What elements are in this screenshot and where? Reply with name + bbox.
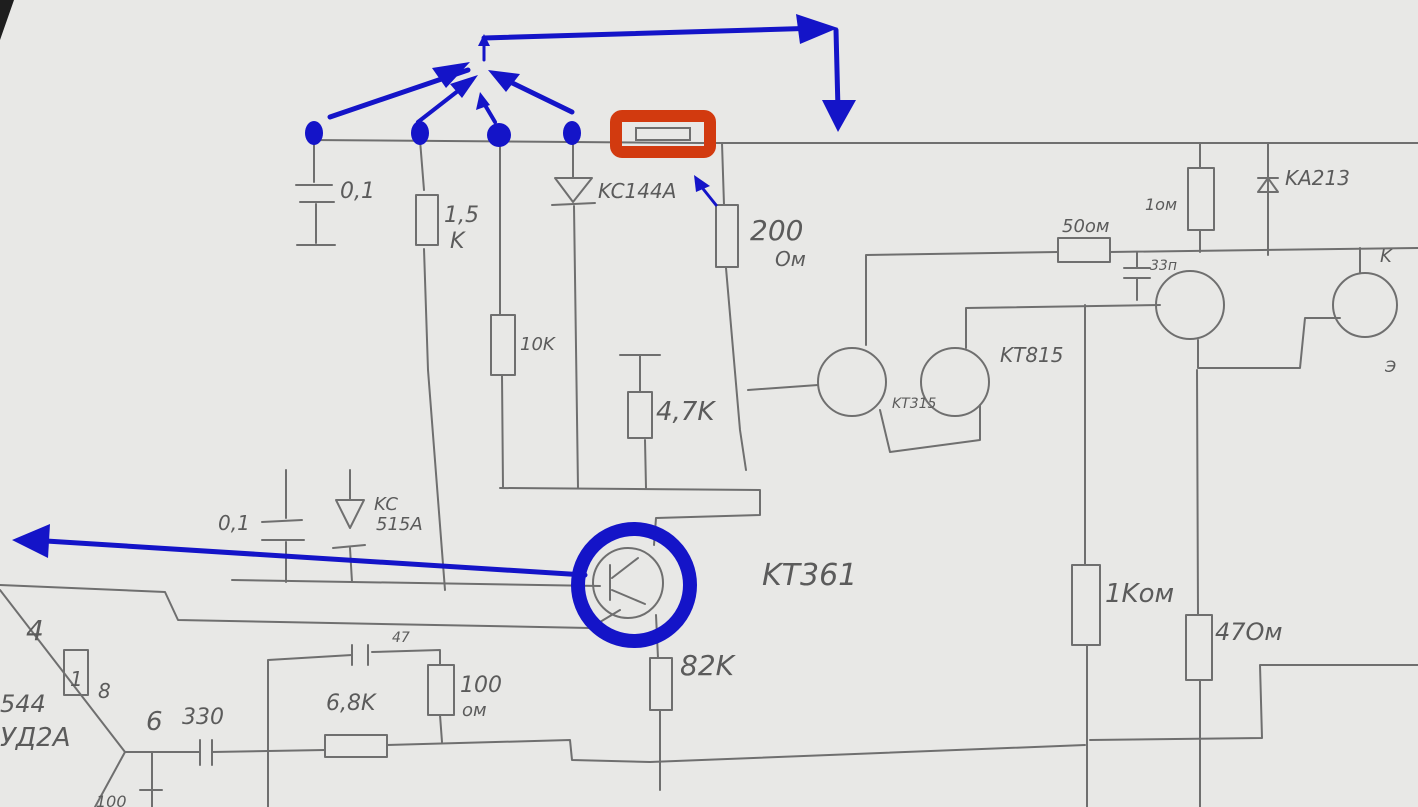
label-1-5k-value: 1,5 [444, 203, 479, 228]
label-cap-top: 0,1 [340, 179, 375, 204]
label-47om: 47Ом [1215, 618, 1283, 646]
highlight-box-red [610, 110, 716, 158]
label-50om: 50ом [1062, 216, 1110, 237]
opamp-pin-resistor [63, 649, 89, 696]
label-200-value: 200 [750, 214, 803, 247]
resistor-1-5k [415, 194, 439, 246]
transistor-kt815 [920, 347, 990, 417]
label-ic-name-a: 544 [0, 690, 46, 718]
label-100-unit: ом [462, 700, 487, 721]
cap-left-symbol [261, 469, 305, 583]
label-ka213: KA213 [1285, 166, 1350, 190]
pencil-wiring [0, 139, 1418, 807]
transistor-1 [817, 347, 887, 417]
zener-kc144a [551, 139, 596, 489]
transistor-4 [1332, 272, 1398, 338]
label-6-8k: 6,8K [326, 691, 377, 716]
label-zener-top: KC144A [598, 179, 676, 203]
label-kt315: KT315 [892, 396, 937, 412]
label-1kom: 1Kом [1105, 579, 1174, 609]
kt361-highlight-circle [571, 522, 697, 648]
resistor-47om [1185, 614, 1213, 681]
label-ic-pin-6: 6 [146, 707, 163, 737]
label-200-unit: Ом [775, 247, 806, 271]
cap-47 [351, 644, 369, 666]
probe-dot-2 [411, 121, 429, 145]
label-zener-left-b: 515A [376, 514, 423, 535]
resistor-82k [649, 657, 673, 711]
arrow-left [27, 537, 588, 578]
zener-kc515a [332, 469, 366, 583]
label-ic-pin-8: 8 [98, 679, 111, 703]
label-1-5k-unit: K [450, 229, 466, 254]
cap-33p [1123, 251, 1151, 301]
label-bottom-partial: 100 [96, 792, 127, 807]
label-cap-left: 0,1 [218, 511, 250, 535]
resistor-10k [490, 314, 516, 376]
cap-top-symbol [295, 139, 336, 246]
diode-ka213 [1257, 142, 1279, 256]
label-33p: 33п [1150, 258, 1177, 274]
labels: 0,1 1,5 K KC144A 200 Ом 10K 4,7K 0,1 KC … [0, 166, 1396, 807]
label-pin-e: Э [1384, 357, 1396, 376]
label-82k: 82K [680, 649, 737, 682]
label-10k: 10K [520, 334, 556, 355]
opamp-outline [0, 589, 126, 807]
probe-dot-1 [305, 121, 323, 145]
probe-dot-4 [563, 121, 581, 145]
left-rail [231, 579, 601, 587]
transistor-3 [1155, 270, 1225, 340]
label-kt815: KT815 [1000, 343, 1064, 367]
label-kt361: KT361 [762, 558, 857, 593]
blue-annotations [12, 14, 856, 648]
resistor-50om [1057, 237, 1111, 263]
label-ic-pin-4: 4 [26, 614, 44, 647]
label-cap-47: 47 [392, 630, 410, 646]
label-4-7k: 4,7K [656, 397, 716, 427]
label-ic-name-b: УД2А [0, 723, 70, 753]
resistor-100 [427, 664, 455, 716]
arrow-top [481, 25, 823, 41]
label-330: 330 [182, 705, 224, 730]
arrow-down [833, 27, 841, 113]
top-rail [309, 139, 1418, 144]
kt361-body [592, 547, 664, 619]
label-100-value: 100 [460, 673, 502, 698]
resistor-200 [715, 204, 739, 268]
label-zener-left-a: KC [374, 494, 398, 515]
resistor-1om [1187, 167, 1215, 231]
resistor-under-highlight [635, 127, 691, 141]
resistor-1kom [1071, 564, 1101, 646]
label-pin-k: K [1380, 246, 1393, 267]
label-1om: 1ом [1145, 195, 1177, 214]
probe-dot-3 [487, 123, 511, 147]
resistor-4-7k [627, 391, 653, 439]
label-ic-pin-1: 1 [70, 667, 83, 691]
